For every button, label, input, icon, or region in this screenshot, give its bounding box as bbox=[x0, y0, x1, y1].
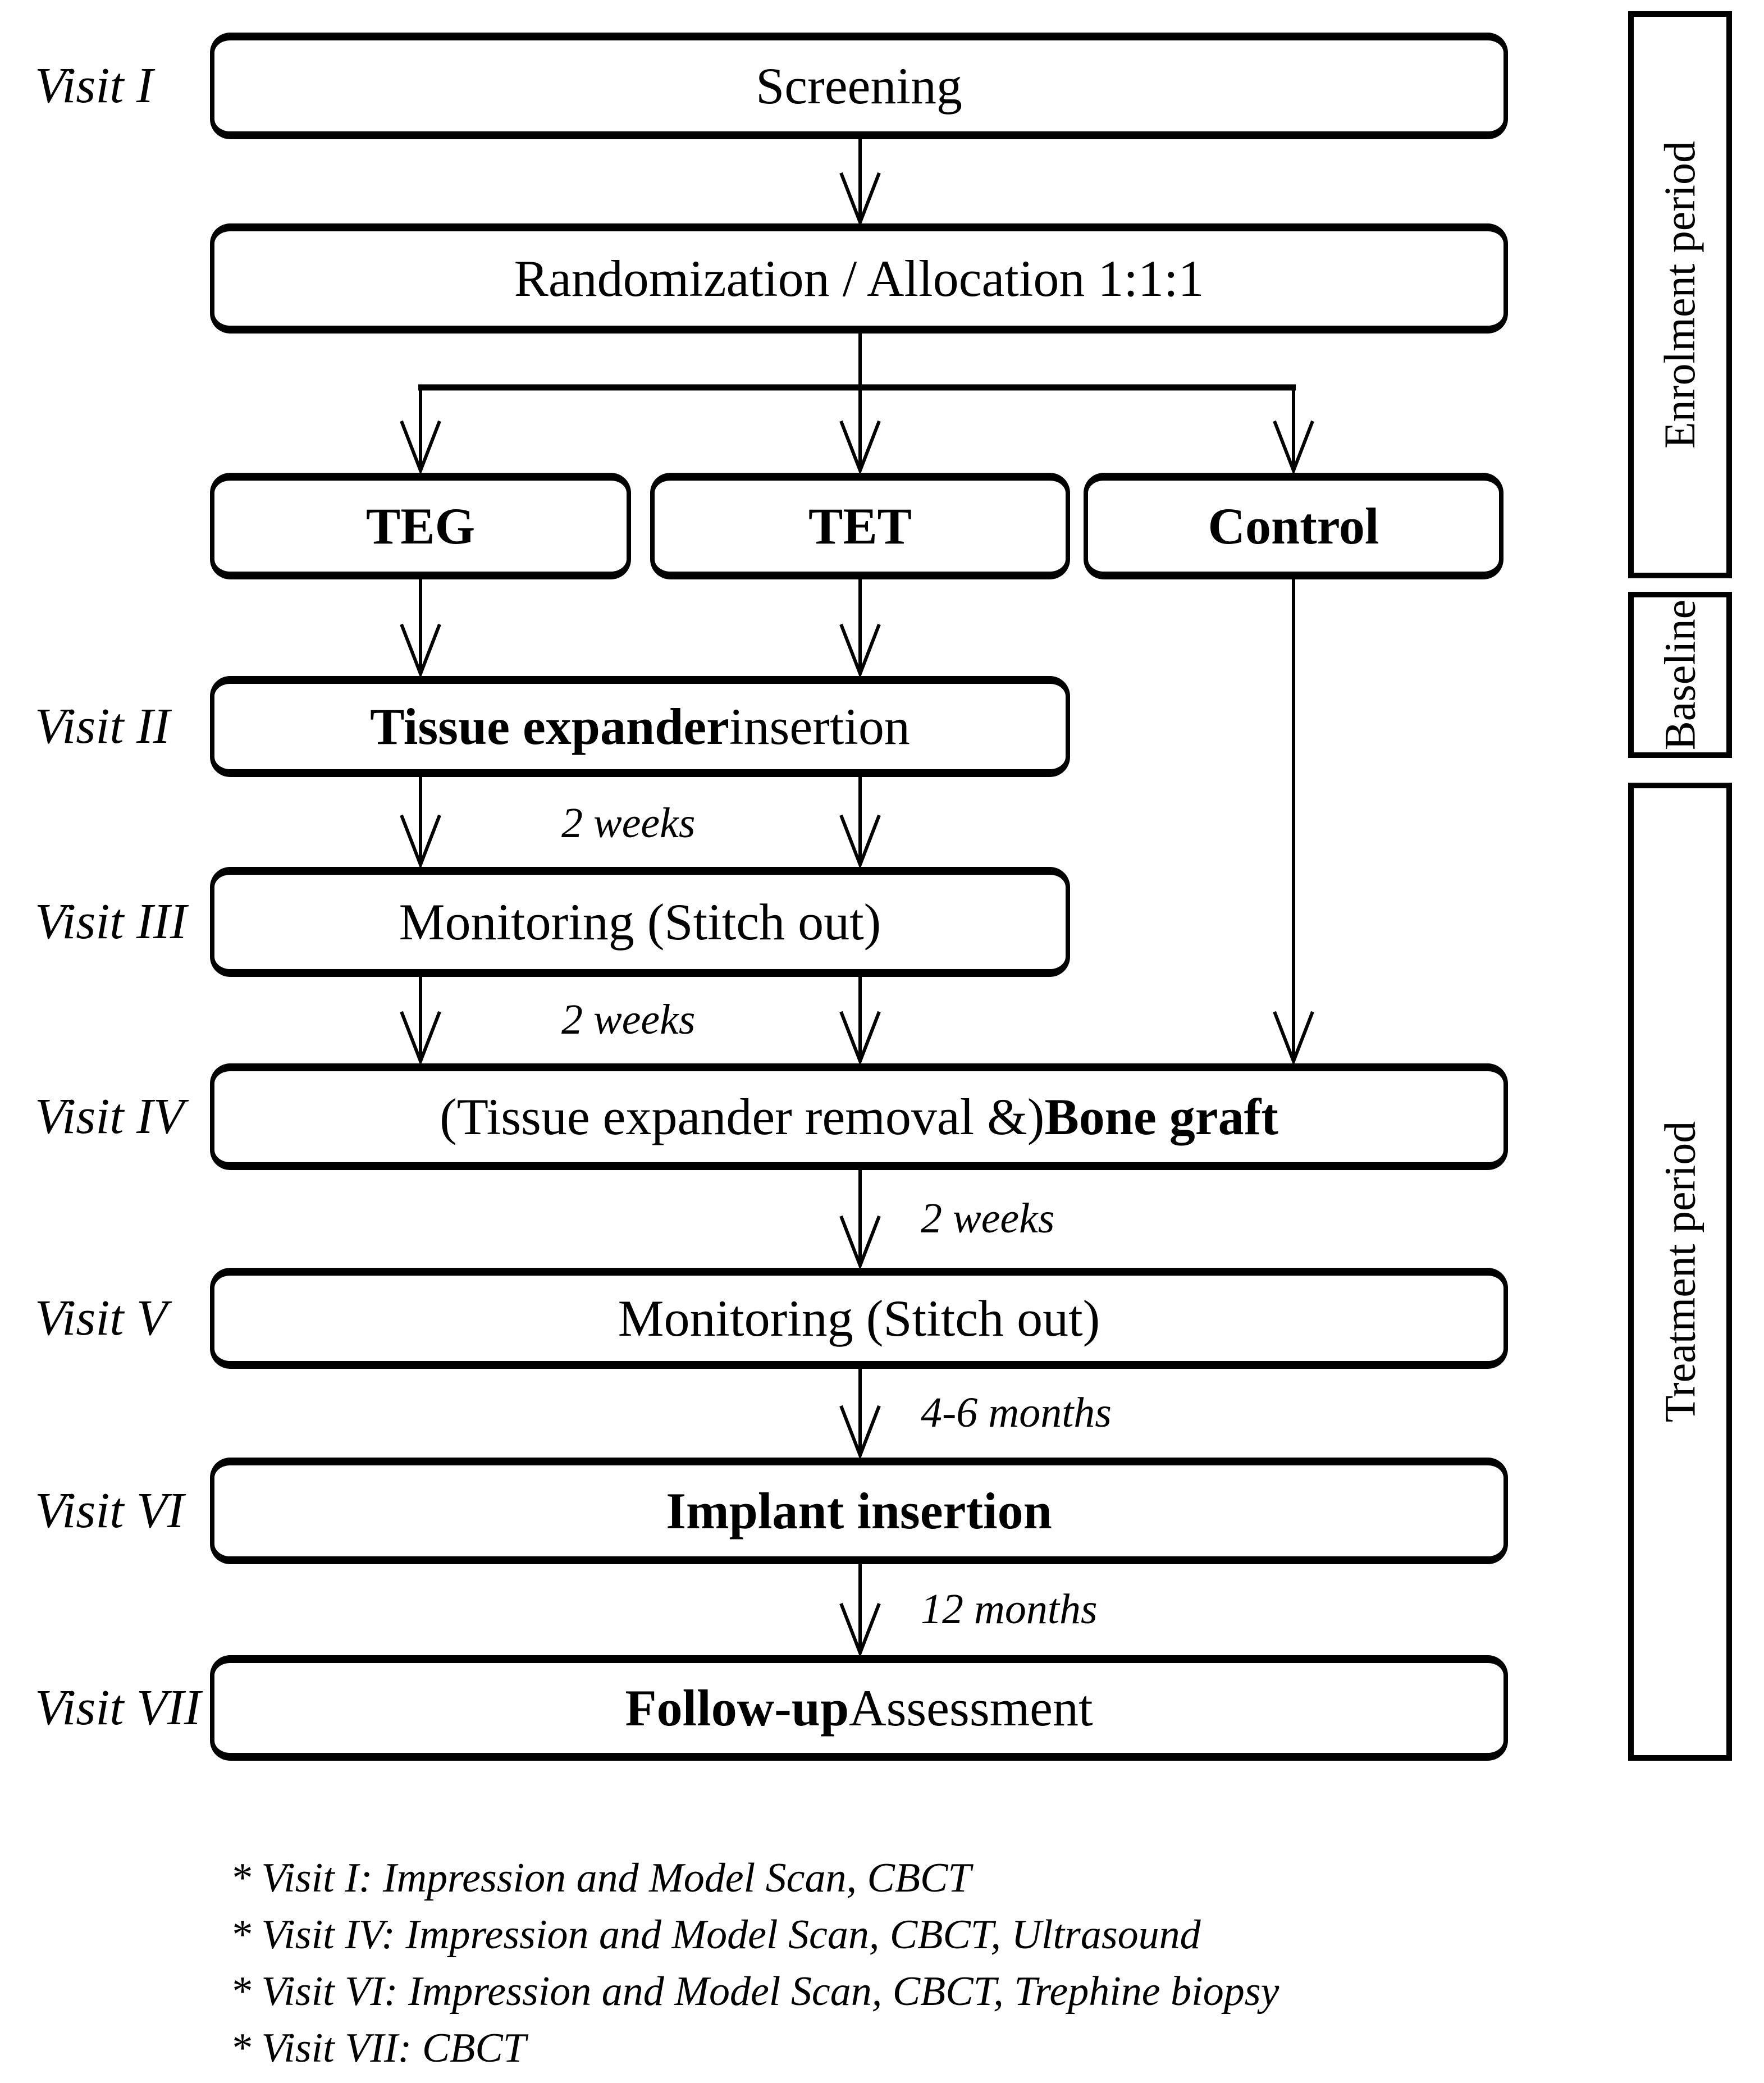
interval-label-v3-v4: 2 weeks bbox=[561, 996, 696, 1043]
footnote-visit-6: * Visit VI: Impression and Model Scan, C… bbox=[230, 1968, 1279, 2015]
monitoring-stitch-out-box-2: Monitoring (Stitch out) bbox=[210, 1268, 1508, 1369]
visit-5-label: Visit V bbox=[35, 1290, 167, 1346]
tet-group-box: TET bbox=[650, 473, 1070, 579]
footnote-visit-4: * Visit IV: Impression and Model Scan, C… bbox=[230, 1912, 1201, 1958]
box-text: Monitoring (Stitch out) bbox=[618, 1289, 1100, 1347]
screening-box: Screening bbox=[210, 33, 1508, 139]
box-text: Randomization / Allocation 1:1:1 bbox=[514, 249, 1204, 307]
monitoring-stitch-out-box-1: Monitoring (Stitch out) bbox=[210, 867, 1070, 977]
randomization-box: Randomization / Allocation 1:1:1 bbox=[210, 223, 1508, 334]
box-text: (Tissue expander removal &) bbox=[440, 1088, 1045, 1145]
tissue-expander-insertion-box: Tissue expander insertion bbox=[210, 676, 1070, 777]
baseline-period-label: Baseline bbox=[1655, 599, 1704, 751]
interval-label-v4-v5: 2 weeks bbox=[921, 1195, 1055, 1242]
follow-up-assessment-box: Follow-up Assessment bbox=[210, 1655, 1508, 1761]
box-text: Monitoring (Stitch out) bbox=[399, 893, 881, 951]
baseline-period-box: Baseline bbox=[1628, 592, 1732, 758]
enrolment-period-box: Enrolment period bbox=[1628, 11, 1732, 578]
treatment-period-label: Treatment period bbox=[1655, 1121, 1704, 1423]
interval-label-v6-v7: 12 months bbox=[921, 1586, 1098, 1633]
box-text: Screening bbox=[756, 57, 962, 115]
footnotes: * Visit I: Impression and Model Scan, CB… bbox=[230, 1850, 1279, 2077]
interval-label-v2-v3: 2 weeks bbox=[561, 800, 696, 847]
teg-group-box: TEG bbox=[210, 473, 631, 579]
bone-graft-box: (Tissue expander removal &) Bone graft bbox=[210, 1063, 1508, 1170]
treatment-period-box: Treatment period bbox=[1628, 783, 1732, 1761]
visit-3-label: Visit III bbox=[35, 894, 187, 949]
footnote-visit-7: * Visit VII: CBCT bbox=[230, 2025, 526, 2071]
visit-1-label: Visit I bbox=[35, 58, 153, 113]
control-group-box: Control bbox=[1084, 473, 1503, 579]
enrolment-period-label: Enrolment period bbox=[1655, 140, 1704, 449]
interval-label-v5-v6: 4-6 months bbox=[921, 1389, 1112, 1436]
visit-6-label: Visit VI bbox=[35, 1483, 184, 1538]
implant-insertion-box: Implant insertion bbox=[210, 1458, 1508, 1564]
visit-4-label: Visit IV bbox=[35, 1089, 184, 1144]
footnote-visit-1: * Visit I: Impression and Model Scan, CB… bbox=[230, 1855, 971, 1901]
visit-7-label: Visit VII bbox=[35, 1680, 201, 1735]
visit-2-label: Visit II bbox=[35, 698, 170, 754]
